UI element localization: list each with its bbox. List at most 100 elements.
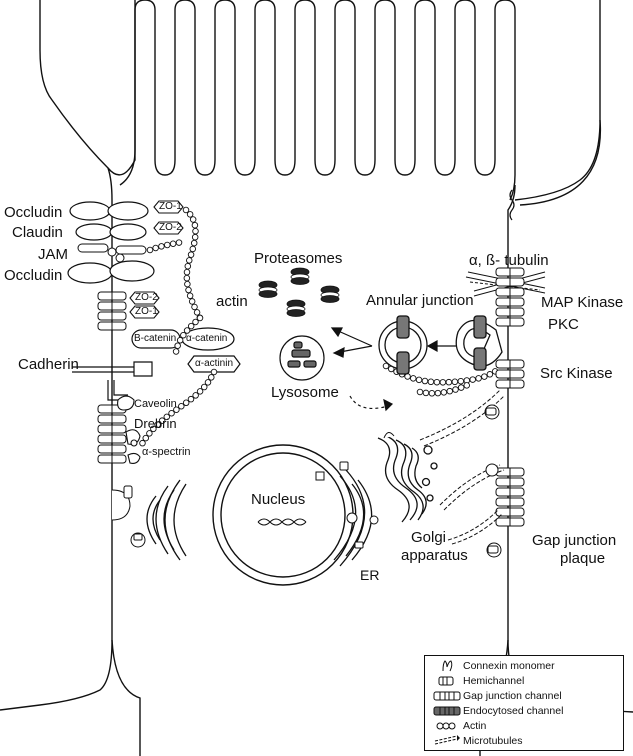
label-proteasomes: Proteasomes [254, 251, 342, 266]
actin-bead [470, 377, 476, 383]
label-gap-junction-plaque: Gap junction [532, 533, 616, 548]
microvilli-membrane [108, 0, 515, 200]
label-caveolin: Caveolin [134, 399, 177, 410]
gap-junction-channel-icon [433, 690, 461, 702]
actin-bead [423, 390, 429, 396]
connexin-monomer-icon [433, 660, 461, 672]
actin-icon [433, 720, 461, 732]
legend-item-hemichannel: Hemichannel [433, 675, 524, 687]
legend-label: Endocytosed channel [463, 705, 563, 717]
right-cell-membrane [508, 0, 633, 712]
label-drebrin: Drebrin [134, 417, 177, 430]
lysosome [280, 336, 324, 380]
label-a-actinin: α-actinin [195, 359, 233, 369]
actin-bead [434, 379, 440, 385]
actin-bead [185, 281, 191, 287]
legend-item-actin: Actin [433, 720, 486, 732]
actin-bead [188, 396, 194, 402]
actin-bead [428, 379, 434, 385]
endoplasmic-reticulum [147, 470, 372, 566]
label-lysosome: Lysosome [271, 385, 339, 400]
legend-label: Gap junction channel [463, 690, 562, 702]
label-zo2-top: ZO-2 [159, 223, 182, 233]
actin-bead [147, 247, 153, 253]
label-map-kinase: MAP Kinase [541, 295, 623, 310]
actin-bead [186, 258, 192, 264]
golgi-apparatus [378, 436, 437, 522]
actin-bead [192, 222, 198, 228]
left-vesicles [112, 486, 145, 547]
actin-bead [194, 310, 200, 316]
actin-bead [176, 240, 182, 246]
actin-bead [159, 244, 165, 250]
actin-bead [192, 304, 198, 310]
actin-bead [153, 245, 159, 251]
legend-label: Connexin monomer [463, 660, 555, 672]
microtubules-icon [433, 735, 461, 747]
actin-bead [446, 379, 452, 385]
legend-label: Actin [463, 720, 486, 732]
actin-bead [211, 369, 217, 375]
actin-bead [435, 390, 441, 396]
right-gap-junctions [496, 268, 524, 526]
actin-bead [193, 228, 199, 234]
actin-bead [192, 234, 198, 240]
actin-bead [190, 246, 196, 252]
label-occludin-bottom: Occludin [4, 268, 62, 283]
actin-bead [173, 349, 179, 355]
annular-junction-right [456, 316, 502, 370]
actin-bead [416, 377, 422, 383]
label-a-spectrin: α-spectrin [142, 447, 191, 458]
label-er: ER [360, 568, 379, 582]
label-golgi: Golgi [411, 530, 446, 545]
label-a-catenin: α-catenin [186, 334, 227, 344]
legend-box: Connexin monomer Hemichannel Gap junctio… [424, 655, 624, 751]
label-cadherin: Cadherin [18, 357, 79, 372]
actin-bead [452, 379, 458, 385]
actin-bead [185, 263, 191, 269]
label-src-kinase: Src Kinase [540, 366, 613, 381]
label-occludin-top: Occludin [4, 205, 62, 220]
actin-bead [417, 389, 423, 395]
legend-label: Microtubules [463, 735, 523, 747]
actin-bead [191, 240, 197, 246]
actin-bead [193, 393, 199, 399]
label-jam: JAM [38, 247, 68, 262]
actin-bead [177, 337, 183, 343]
label-zo1-bottom: ZO-1 [135, 307, 158, 317]
actin-bead [464, 383, 470, 389]
actin-bead [453, 387, 459, 393]
label-golgi-apparatus: apparatus [401, 548, 468, 563]
actin-bead [410, 376, 416, 382]
actin-bead [441, 390, 447, 396]
label-zo1-top: ZO-1 [159, 202, 182, 212]
actin-bead [184, 269, 190, 275]
legend-item-microtubules: Microtubules [433, 735, 523, 747]
actin-bead [183, 400, 189, 406]
legend-item-gap-junction-channel: Gap junction channel [433, 690, 562, 702]
actin-bead [476, 376, 482, 382]
actin-bead [186, 287, 192, 293]
label-pkc: PKC [548, 317, 579, 332]
actin-bead [170, 241, 176, 247]
label-tubulin: α, ß- tubulin [469, 253, 549, 268]
actin-bead [422, 378, 428, 384]
actin-bead [189, 299, 195, 305]
actin-bead [208, 375, 214, 381]
endocytosed-channel-icon [433, 705, 461, 717]
label-zo2-bottom: ZO-2 [135, 293, 158, 303]
hemichannel-icon [433, 675, 461, 687]
actin-bead [147, 431, 153, 437]
actin-bead [178, 403, 184, 409]
actin-bead [429, 390, 435, 396]
actin-bead [190, 217, 196, 223]
actin-bead [143, 435, 149, 441]
actin-bead [447, 388, 453, 394]
tight-junction-ovals [68, 202, 154, 283]
actin-bead [184, 275, 190, 281]
label-plaque: plaque [560, 551, 605, 566]
left-cell-membrane [0, 0, 112, 710]
label-nucleus: Nucleus [251, 492, 305, 507]
actin-bead [164, 242, 170, 248]
proteasomes [259, 268, 339, 317]
